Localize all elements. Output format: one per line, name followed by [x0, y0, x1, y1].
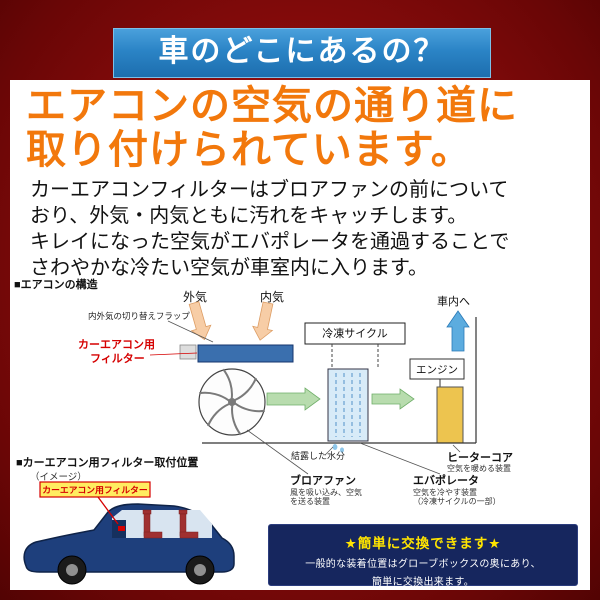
blower-fan-label: ブロアファン [290, 473, 356, 487]
heater-core-leader-line [452, 444, 461, 453]
evaporator-desc2: （冷凍サイクルの一部） [413, 496, 501, 506]
front-wheel-hub [66, 564, 78, 576]
evaporator-leader-line [359, 442, 441, 475]
car-illustration: カーエアコン用フィルター [23, 481, 235, 585]
content-panel: エアコンの空気の通り道に 取り付けられています。 カーエアコンフィルターはブロア… [10, 80, 590, 590]
blower-fan-desc2: を送る装置 [290, 496, 330, 506]
evaporator-rect [327, 368, 369, 442]
cabin-air-arrow [446, 310, 470, 352]
main-heading-line1: エアコンの空気の通り道に [26, 84, 518, 128]
intro-paragraph: カーエアコンフィルターはブロアファンの前について おり、外気・内気ともに汚れをキ… [30, 177, 509, 281]
condensation-drop [340, 447, 344, 453]
evaporator-desc1: 空気を冷やす装置 [413, 487, 477, 497]
engine-box [409, 358, 465, 380]
replacement-note-box: ★簡単に交換できます★ 一般的な装着位置はグローブボックスの奥にあり、 簡単に交… [268, 524, 578, 588]
evaporator-label: エバポレータ [413, 473, 479, 487]
replacement-note-title: ★簡単に交換できます★ [344, 536, 502, 551]
cabin-filter-rect [197, 344, 294, 363]
position-diagram-title: ■カーエアコン用フィルター取付位置 [16, 457, 199, 469]
to-cabin-label: 車内へ [437, 294, 470, 308]
inside-air-arrow [252, 301, 274, 341]
airflow-arrow-1 [266, 387, 321, 411]
replacement-note-line2: 簡単に交換出来ます。 [372, 577, 474, 588]
filter-label-line2: フィルター [90, 352, 145, 365]
heater-core-rect [436, 386, 464, 444]
intro-line: キレイになった空気がエバポレータを通過することで [30, 231, 510, 253]
structure-diagram-title: ■エアコンの構造 [14, 277, 99, 291]
main-heading-line2: 取り付けられています。 [26, 128, 472, 172]
inside-air-label: 内気 [260, 289, 284, 304]
page-title: 車のどこにあるの？ [113, 28, 491, 78]
blower-fan-blades [199, 368, 265, 436]
filter-leader-line [149, 352, 198, 356]
main-heading: エアコンの空気の通り道に 取り付けられています。 [26, 84, 518, 172]
refrigeration-cycle-label: 冷凍サイクル [322, 327, 387, 340]
filter-tag-label: カーエアコン用フィルター [42, 484, 148, 495]
intro-line: おり、外気・内気ともに汚れをキャッチします。 [30, 205, 468, 227]
car-cabin-cutaway [112, 510, 212, 538]
outside-air-label: 外気 [183, 289, 207, 304]
fan-hub [228, 398, 236, 406]
outside-air-arrow [188, 301, 212, 341]
filter-tag-box [39, 481, 151, 498]
flap-label: 内外気の切り替えフラップ [88, 311, 190, 321]
filter-label-line1: カーエアコン用 [78, 338, 155, 351]
heater-core-desc: 空気を暖める装置 [447, 463, 511, 473]
intro-line: カーエアコンフィルターはブロアファンの前について [30, 179, 509, 201]
refrigeration-cycle-box [304, 322, 406, 345]
position-diagram-subtitle: （イメージ） [30, 472, 87, 483]
blower-fan-leader-line [246, 429, 309, 475]
car-seats [142, 509, 199, 539]
blower-fan-desc1: 風を吸い込み、空気 [290, 487, 362, 497]
evaporator-fins [335, 373, 361, 437]
filter-tag-leader-line [97, 496, 119, 525]
condensation-label: 結露した水分 [291, 450, 345, 461]
flap-leader-line [167, 320, 214, 343]
condensation-leader-line [324, 446, 334, 456]
condensation-drop [332, 444, 338, 450]
intro-line: さわやかな冷たい空気が車室内に入ります。 [30, 257, 428, 279]
filter-location-marker [118, 526, 125, 531]
replacement-note-line1: 一般的な装着位置はグローブボックスの奥にあり、 [305, 559, 541, 570]
heater-core-label: ヒーターコア [447, 451, 513, 464]
ac-structure-diagram: ■エアコンの構造 外気 内気 内外気の切り替えフラップ カーエアコン用 フィルタ… [14, 277, 513, 506]
rear-wheel-hub [194, 564, 206, 576]
engine-label: エンジン [416, 364, 458, 376]
airflow-arrow-2 [371, 388, 415, 410]
flap-box [179, 344, 197, 360]
